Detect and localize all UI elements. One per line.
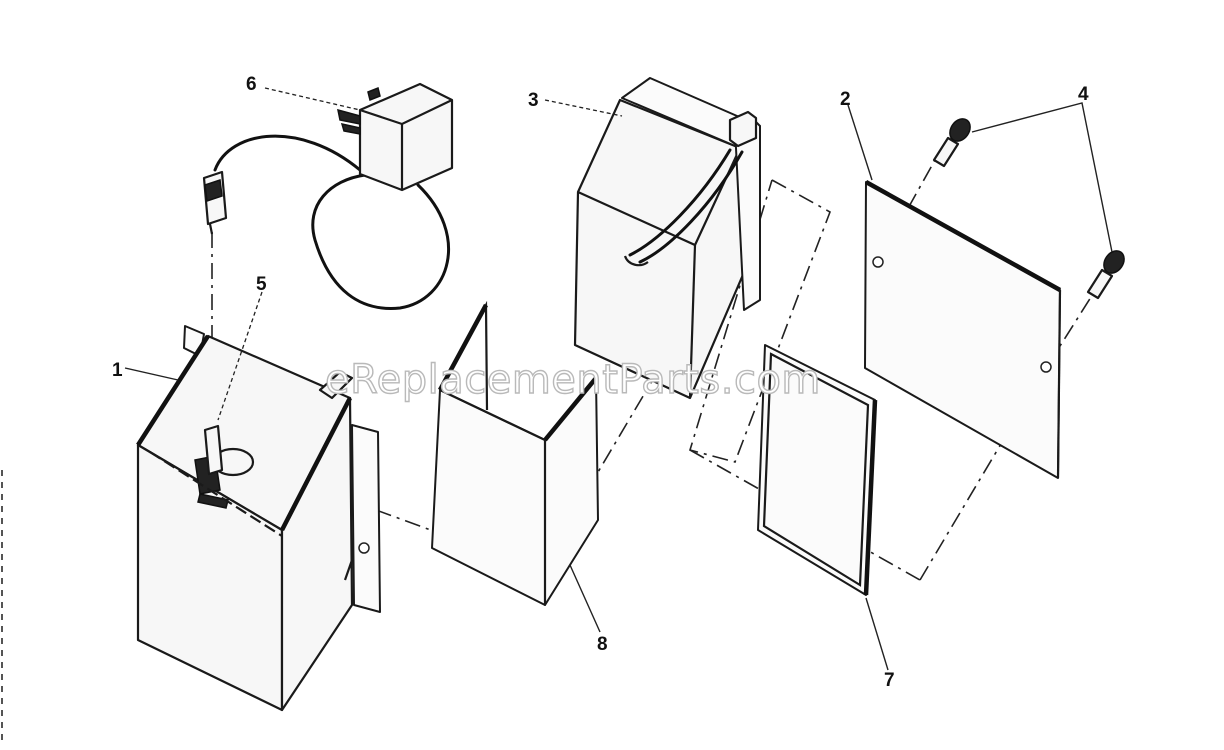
cover-panel-part: [864, 180, 1062, 479]
callout-2: 2: [840, 89, 851, 110]
callout-7: 7: [884, 670, 895, 691]
callout-labels: 1 2 3 4 5 6 7 8: [112, 74, 1089, 691]
battery-part: [573, 77, 761, 400]
callout-leaders: [124, 87, 889, 671]
watermark-text: eReplacementParts.com: [325, 357, 821, 403]
ac-adapter-part: [202, 82, 454, 310]
insulator-part: [431, 300, 599, 606]
gasket-part: [757, 344, 878, 596]
callout-4: 4: [1078, 84, 1089, 105]
callout-1: 1: [112, 360, 123, 381]
callout-6: 6: [246, 74, 257, 95]
callout-3: 3: [528, 90, 539, 111]
screws-part: [932, 102, 1125, 300]
battery-box-part: [136, 325, 381, 712]
callout-8: 8: [597, 634, 608, 655]
callout-5: 5: [256, 274, 267, 295]
